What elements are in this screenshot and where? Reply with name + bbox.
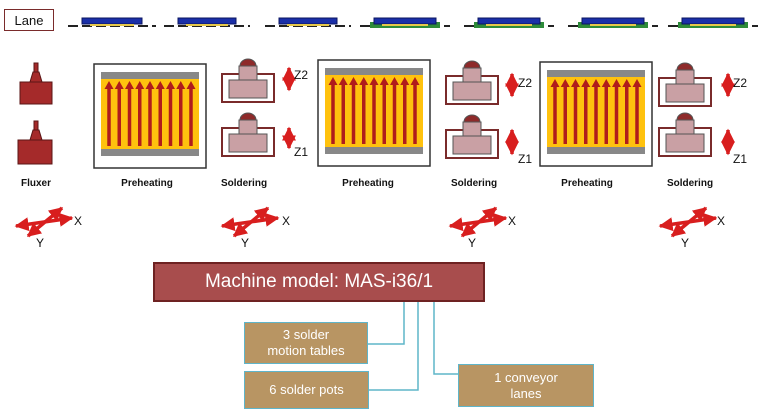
fluxer-unit-top bbox=[19, 62, 53, 105]
solder-pot-1 bbox=[221, 58, 275, 103]
label-soldering-3: Soldering bbox=[666, 178, 714, 189]
xy-motion-arrows bbox=[14, 206, 718, 238]
callout-connectors bbox=[368, 302, 458, 391]
callout-motion-tables-line2: motion tables bbox=[267, 343, 345, 358]
label-fluxer: Fluxer bbox=[20, 178, 52, 189]
z1-label-3: Z1 bbox=[733, 152, 748, 166]
xy-arrow-2 bbox=[220, 206, 280, 238]
label-preheating-3: Preheating bbox=[561, 178, 613, 189]
preheating-module-3 bbox=[539, 61, 653, 167]
machine-model-box: Machine model: MAS-i36/1 bbox=[153, 262, 485, 302]
preheating-module-1 bbox=[93, 63, 207, 169]
label-preheating-2: Preheating bbox=[342, 178, 394, 189]
solder-pot-4 bbox=[445, 114, 499, 159]
solder-pot-2 bbox=[221, 112, 275, 157]
solder-pot-5 bbox=[658, 62, 712, 107]
callout-motion-tables: 3 solder motion tables bbox=[244, 322, 368, 364]
pcb-board-7 bbox=[668, 17, 758, 28]
z1-label-2: Z1 bbox=[518, 152, 533, 166]
pcb-board-5 bbox=[464, 17, 554, 28]
y-label-1: Y bbox=[36, 236, 45, 250]
solder-pot-6 bbox=[658, 112, 712, 157]
lane-label: Lane bbox=[4, 9, 54, 31]
label-preheating-1: Preheating bbox=[121, 178, 173, 189]
solder-pot-3 bbox=[445, 60, 499, 105]
label-soldering-1: Soldering bbox=[220, 178, 268, 189]
pcb-board-3 bbox=[265, 17, 351, 27]
fluxer-unit-bottom bbox=[17, 120, 53, 165]
callout-solder-pots: 6 solder pots bbox=[244, 371, 369, 409]
preheating-module-2 bbox=[317, 59, 431, 167]
callout-motion-tables-line1: 3 solder bbox=[282, 327, 330, 342]
xy-arrow-1 bbox=[14, 206, 74, 238]
y-label-4: Y bbox=[681, 236, 690, 250]
z2-label-1: Z2 bbox=[294, 68, 309, 82]
x-label-1: X bbox=[74, 214, 83, 228]
conveyor-lane bbox=[68, 17, 758, 28]
label-soldering-2: Soldering bbox=[450, 178, 498, 189]
y-label-3: Y bbox=[468, 236, 477, 250]
xy-arrow-3 bbox=[448, 206, 508, 238]
y-label-2: Y bbox=[241, 236, 250, 250]
callout-conveyor: 1 conveyor lanes bbox=[458, 364, 594, 407]
x-label-2: X bbox=[282, 214, 291, 228]
x-label-3: X bbox=[508, 214, 517, 228]
pcb-board-2 bbox=[164, 17, 250, 27]
callout-conveyor-line1: 1 conveyor bbox=[494, 369, 558, 385]
solder-pots bbox=[221, 58, 712, 159]
z1-label-1: Z1 bbox=[294, 145, 309, 159]
z2-label-2: Z2 bbox=[518, 76, 533, 90]
callout-conveyor-line2: lanes bbox=[510, 385, 542, 401]
z2-label-3: Z2 bbox=[733, 76, 748, 90]
pcb-board-4 bbox=[360, 17, 450, 28]
pcb-board-1 bbox=[68, 17, 156, 27]
pcb-board-6 bbox=[568, 17, 658, 28]
x-label-4: X bbox=[717, 214, 726, 228]
z-axis-arrows bbox=[282, 66, 735, 156]
xy-arrow-4 bbox=[658, 206, 718, 238]
